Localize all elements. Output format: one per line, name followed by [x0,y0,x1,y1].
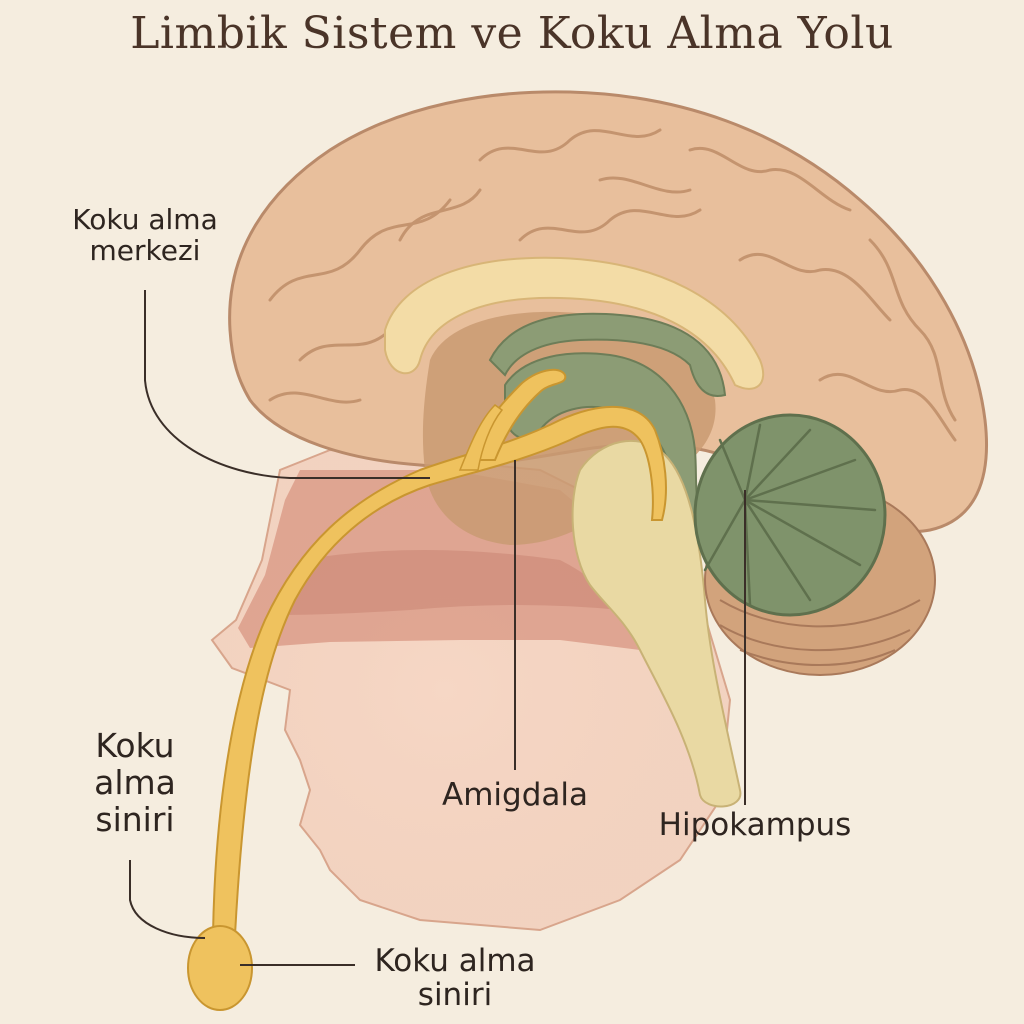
olfactory-tract [211,405,667,936]
label-olfactory-nerve-bottom: Koku alma siniri [374,943,536,1014]
olfactory-branch-2 [458,404,504,471]
fornix [488,312,727,397]
label-hippocampus: Hipokampus [658,807,852,843]
cerebellum [693,413,887,617]
label-olfactory-nerve-left: Koku alma siniri [94,726,176,839]
cerebellum-arbor [703,423,877,607]
label-olfactory-center: Koku alma merkezi [72,203,218,268]
corpus-callosum [384,256,765,390]
cerebellum-folia [719,599,921,666]
nasal-concha [280,550,620,615]
leader-lines [129,290,746,966]
label-amygdala: Amigdala [442,777,588,813]
diagram-title: Limbik Sistem ve Koku Alma Yolu [130,8,894,59]
olfactory-bulb [187,925,253,1011]
leader-olfactory-nerve-left [129,860,206,939]
leader-olfactory-center [144,290,430,479]
brainstem [571,439,742,808]
